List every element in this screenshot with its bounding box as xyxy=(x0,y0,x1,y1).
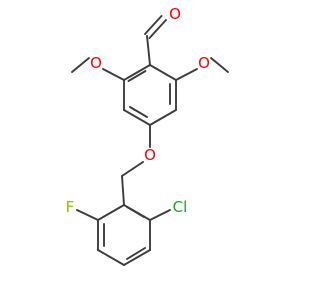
ring2-inner-bond-2 xyxy=(126,247,146,260)
structure-diagram: O O O O F Cl xyxy=(66,5,229,266)
ring1-bond-c1-c2 xyxy=(123,64,151,81)
ring2-bond-c3-c4 xyxy=(97,249,125,266)
fluorine-label: F xyxy=(66,198,75,216)
ch2-ring2-bond xyxy=(121,175,125,206)
aldehyde-ring-bond xyxy=(146,35,151,66)
ring2-bond-c1-c2 xyxy=(97,204,125,221)
methoxy-left-o-ring-bond xyxy=(102,68,125,81)
methoxy-right-o-ring-bond xyxy=(175,68,198,81)
chlorine-label: Cl xyxy=(173,198,188,216)
methoxy-left-o-methyl-bond xyxy=(71,57,90,73)
chlorine-bond xyxy=(149,209,171,221)
ring1-bond-c6-c1 xyxy=(149,64,177,81)
methoxy-right-o-methyl-bond xyxy=(210,57,229,73)
ring1-bond-c4-c5 xyxy=(149,109,177,126)
ether-oxygen-label: O xyxy=(144,146,156,164)
ring1-inner-bond-2 xyxy=(129,106,148,118)
ring2-inner-bond-3 xyxy=(126,206,145,218)
fluorine-bond xyxy=(76,209,99,221)
methoxy-right-oxygen-label: O xyxy=(198,54,210,72)
aldehyde-co-bond-2 xyxy=(144,15,163,35)
methoxy-left-oxygen-label: O xyxy=(90,54,102,72)
ether-o-ch2-bond xyxy=(121,161,144,177)
aldehyde-co-bond-1 xyxy=(148,19,167,39)
bonds xyxy=(71,15,229,266)
aldehyde-oxygen-label: O xyxy=(169,5,181,23)
atom-labels: O O O O F Cl xyxy=(66,5,210,216)
ring2-bond-c4-c5 xyxy=(123,249,151,266)
ring1-inner-bond-1 xyxy=(127,70,147,82)
ring1-bond-c3-c4 xyxy=(123,109,151,126)
